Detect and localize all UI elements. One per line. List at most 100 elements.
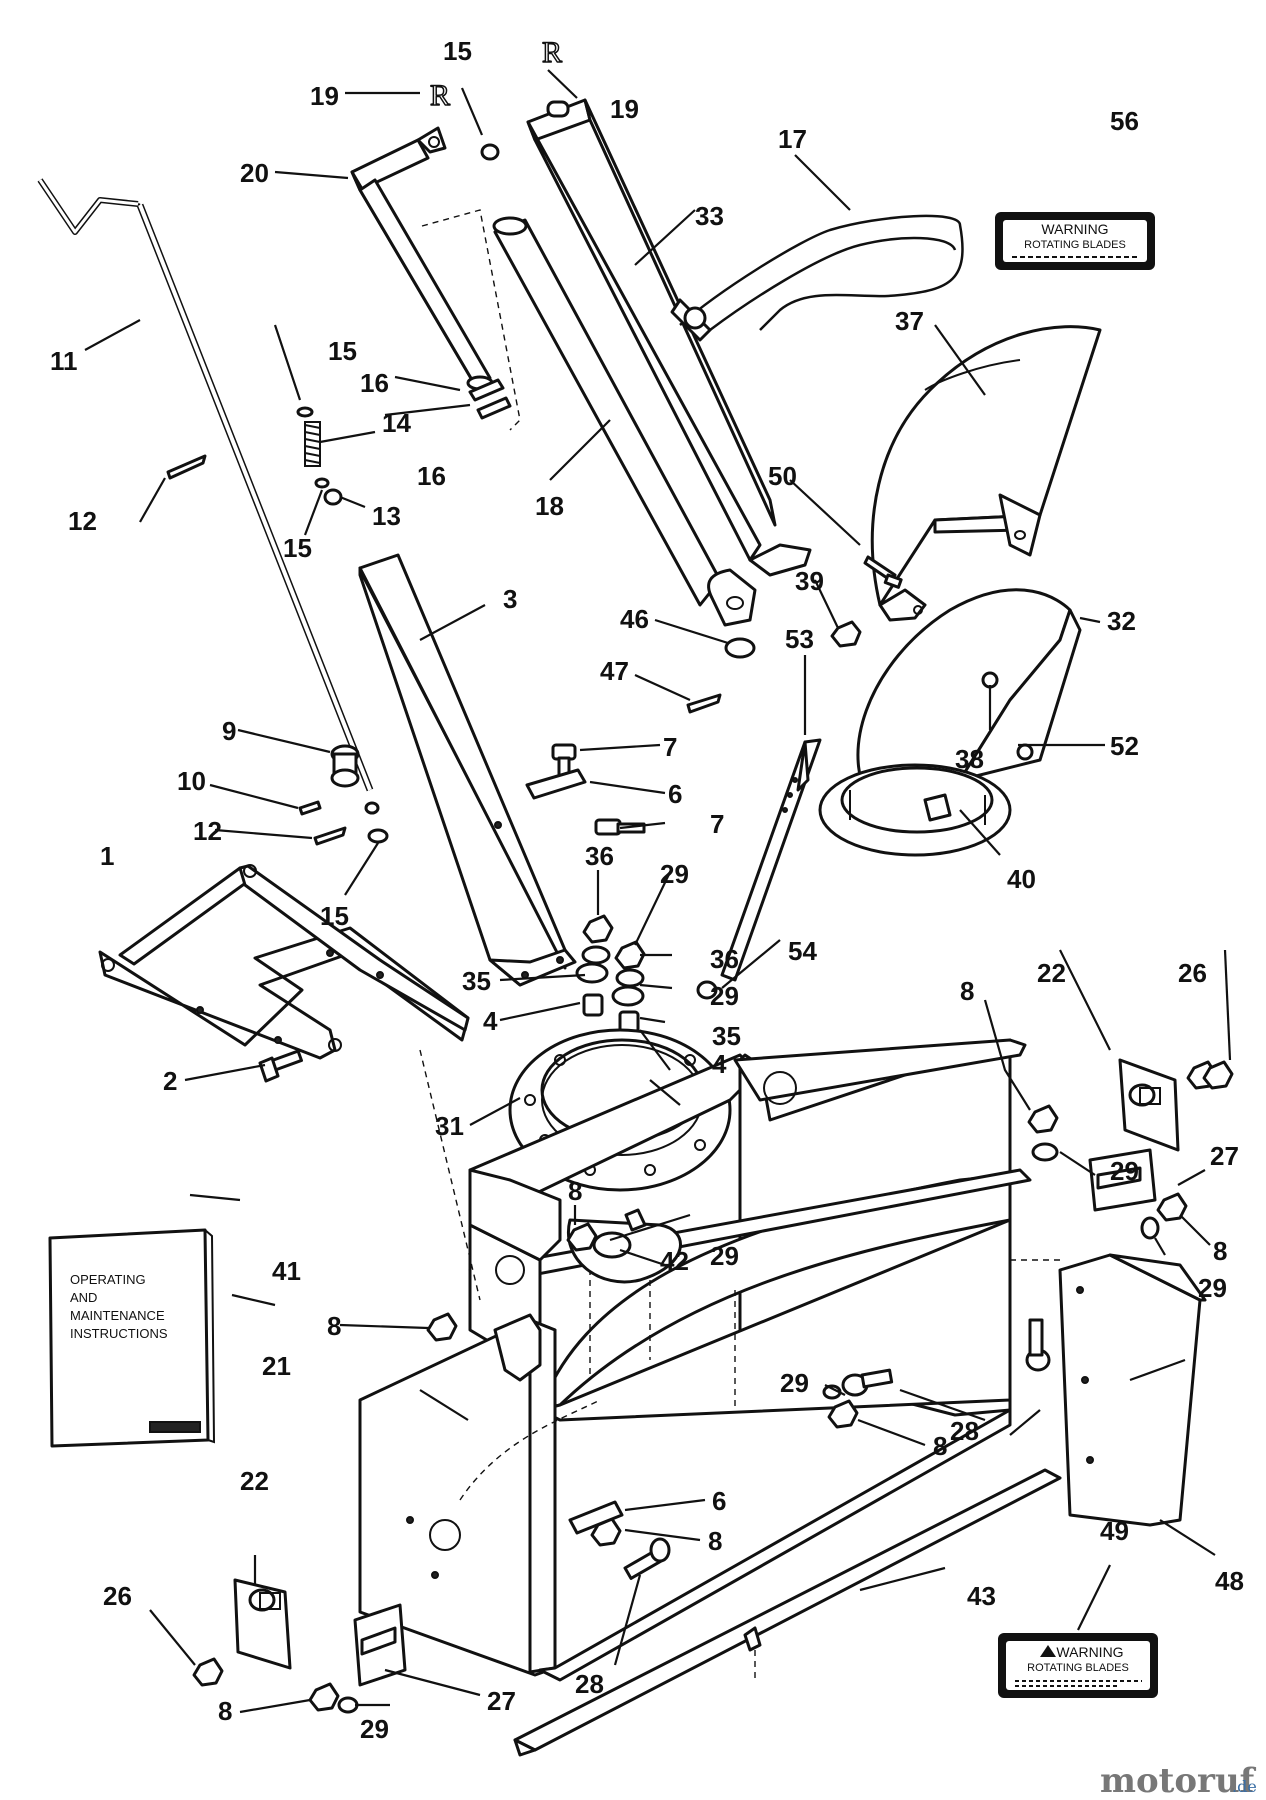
manual-line-1: OPERATING: [70, 1272, 146, 1287]
spring-assembly: [296, 406, 343, 506]
cotter-47: [686, 693, 722, 714]
crank-rod-part: [37, 178, 380, 815]
chute-deflector-part-37: [870, 325, 1102, 622]
label-10: 10: [177, 766, 206, 796]
bearing-plate-22b: [233, 1578, 292, 1670]
watermark-brand: motoruf: [1100, 1761, 1257, 1800]
skid-part-48: [1058, 1253, 1207, 1527]
washer-15d: [367, 828, 389, 844]
cotter-pin-12b: [313, 826, 347, 846]
pin-10: [298, 800, 322, 816]
label-56: 56: [1110, 106, 1139, 136]
frame-part-1: [98, 864, 470, 1060]
label-6b: 6: [712, 1486, 726, 1516]
label-20: 20: [240, 158, 269, 188]
label-6a: 6: [668, 779, 682, 809]
label-15a: 15: [443, 36, 472, 66]
label-3: 3: [503, 584, 517, 614]
nut-8c: [1027, 1104, 1059, 1134]
nut-8a: [426, 1312, 458, 1342]
label-37: 37: [895, 306, 924, 336]
label-21: 21: [262, 1351, 291, 1381]
watermark-suffix: .de: [1232, 1777, 1257, 1796]
guide-line: [421, 209, 521, 431]
label-8c: 8: [960, 976, 974, 1006]
nut-26a: [192, 1657, 224, 1687]
label-38: 38: [955, 744, 984, 774]
label-29g: 29: [360, 1714, 389, 1744]
label-29d: 29: [1110, 1156, 1139, 1186]
pin-50: [883, 573, 903, 589]
decal-56-title: WARNING: [1041, 221, 1108, 237]
label-4b: 4: [712, 1049, 727, 1079]
warning-triangle-icon: [1040, 1645, 1056, 1657]
label-41: 41: [272, 1256, 301, 1286]
label-50: 50: [768, 461, 797, 491]
label-48: 48: [1215, 1566, 1244, 1596]
label-9: 9: [222, 716, 236, 746]
label-54: 54: [788, 936, 817, 966]
bolt-28b: [623, 1537, 671, 1580]
washer-16b: [476, 396, 512, 420]
label-17: 17: [778, 124, 807, 154]
label-7a: 7: [663, 732, 677, 762]
label-15d: 15: [320, 901, 349, 931]
label-43: 43: [967, 1581, 996, 1611]
manual-line-4: INSTRUCTIONS: [70, 1326, 168, 1341]
washer-29g: [337, 1696, 359, 1714]
label-28b: 28: [575, 1669, 604, 1699]
nut-8g: [827, 1399, 859, 1429]
washer-16a: [468, 378, 505, 402]
label-18: 18: [535, 491, 564, 521]
scraper-bar-part-43: [513, 1468, 1062, 1757]
nut-8b: [566, 1222, 598, 1252]
label-1: 1: [100, 841, 114, 871]
plate-6a: [525, 768, 587, 800]
chute-support-part-3: [358, 553, 577, 987]
washer-15a: [480, 143, 500, 161]
label-13: 13: [372, 501, 401, 531]
washer-29c: [1031, 1142, 1059, 1162]
label-31: 31: [435, 1111, 464, 1141]
label-36b: 36: [710, 944, 739, 974]
label-27b: 27: [487, 1686, 516, 1716]
clip-19a: R: [430, 79, 450, 112]
label-36a: 36: [585, 841, 614, 871]
label-53: 53: [785, 624, 814, 654]
bolt-2: [258, 1049, 303, 1083]
label-27a: 27: [1210, 1141, 1239, 1171]
bolt-54: [696, 980, 718, 1000]
skid-bracket-27a: [1088, 1148, 1157, 1212]
bolt-28a: [841, 1368, 894, 1397]
label-26a: 26: [1178, 958, 1207, 988]
label-19b: 19: [610, 94, 639, 124]
label-8d: 8: [1213, 1236, 1227, 1266]
label-22a: 22: [1037, 958, 1066, 988]
label-14: 14: [382, 408, 411, 438]
label-8f: 8: [708, 1526, 722, 1556]
clip-19b: R: [542, 36, 562, 69]
bearing-plate-22a: [1118, 1058, 1180, 1152]
label-35a: 35: [462, 966, 491, 996]
label-2: 2: [163, 1066, 177, 1096]
chute-link-part-20: [350, 126, 494, 391]
leader-lines: [84, 69, 1232, 1714]
label-29b: 29: [710, 981, 739, 1011]
label-49: 49: [1100, 1516, 1129, 1546]
label-16a: 16: [360, 368, 389, 398]
chute-part-32: [818, 588, 1082, 857]
bolt-28c: [1025, 1318, 1051, 1372]
warning-decal-49: WARNING ROTATING BLADES: [998, 1633, 1158, 1698]
cable-part-17: [670, 214, 964, 342]
label-29e: 29: [1198, 1273, 1227, 1303]
manual-line-2: AND: [70, 1290, 97, 1305]
washer-29e: [1140, 1216, 1160, 1240]
decal-56-subtitle: ROTATING BLADES: [1024, 239, 1126, 251]
label-8a: 8: [568, 1176, 582, 1206]
decal-49-title: WARNING: [1056, 1644, 1123, 1660]
nut-26b: [1202, 1060, 1234, 1090]
skid-bracket-27b: [353, 1603, 407, 1687]
label-33: 33: [695, 201, 724, 231]
